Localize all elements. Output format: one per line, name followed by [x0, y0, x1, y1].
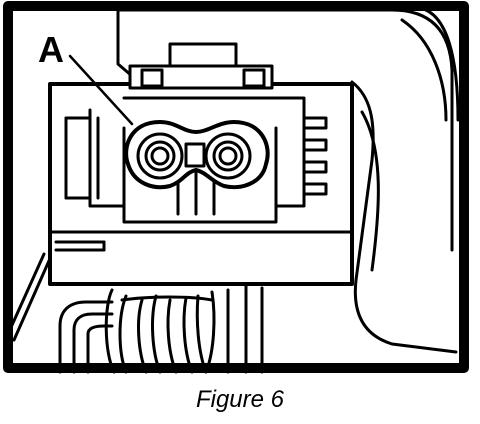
figure-caption: Figure 6	[195, 386, 285, 413]
locking-tab	[122, 42, 278, 100]
connector-body	[48, 82, 354, 286]
figure-border	[3, 1, 469, 373]
side-ribs	[302, 116, 328, 196]
wiring-harness	[58, 284, 264, 374]
figure-illustration: A	[3, 1, 469, 374]
callout-leader	[68, 54, 134, 126]
callout-label: A	[38, 29, 64, 70]
background-housing	[6, 6, 460, 354]
terminal-pair	[124, 120, 270, 190]
